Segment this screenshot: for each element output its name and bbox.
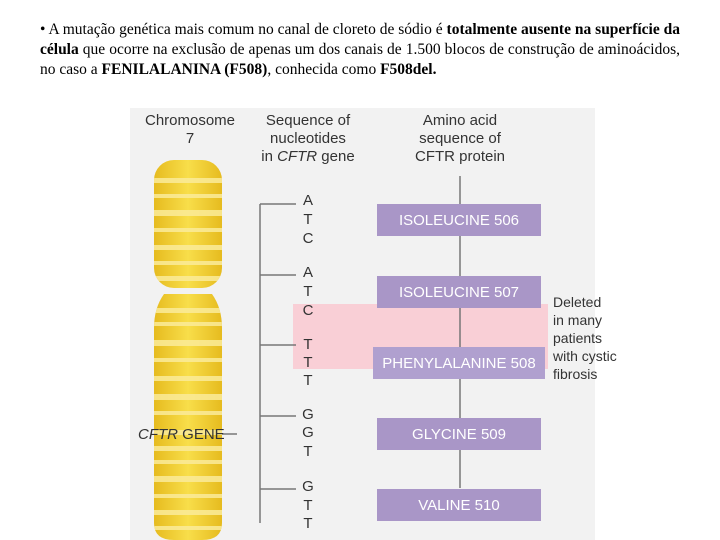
para-text-3: , conhecida como [267,61,381,78]
nucleotide: G [302,478,314,495]
sequence-header-line3: in CFTR gene [248,148,368,166]
amino-acid-box-glycine-509: GLYCINE 509 [377,418,541,450]
amino-header: Amino acid sequence of CFTR protein [398,112,522,166]
amino-header-line3: CFTR protein [414,148,506,165]
deleted-note-line: in many [553,312,603,328]
para-bold-1: totalmente ausente na superfície da célu… [40,21,680,58]
chromosome-7 [154,160,222,540]
sequence-header: Sequence of nucleotides in CFTR gene [248,112,368,166]
para-text-1: A mutação genética mais comum no canal d… [45,21,447,38]
sequence-header-gene: gene [317,148,355,165]
nucleotide: A [302,264,313,281]
amino-acid-box-isoleucine-507: ISOLEUCINE 507 [377,276,541,308]
nucleotide: T [303,336,313,353]
deleted-note-line: with cystic [553,348,617,364]
nucleotide: A [302,192,313,209]
amino-acid-box-isoleucine-506: ISOLEUCINE 506 [377,204,541,236]
nucleotide: T [303,515,313,532]
sequence-header-in: in [261,148,278,165]
chromosome-header: Chromosome 7 [130,112,250,148]
nucleotide: T [303,497,313,514]
intro-paragraph: • A mutação genética mais comum no canal… [40,20,680,80]
nucleotide: G [302,406,314,423]
amino-header-line2: sequence of [419,130,501,147]
cftr-figure: Chromosome 7 Sequence of nucleotides in … [130,108,617,540]
nucleotide: C [302,230,314,247]
nucleotide: T [303,372,313,389]
deleted-note-line: patients [553,330,603,346]
para-bold-2: FENILALANINA (F508) [101,61,268,78]
chromosome-header-line2: 7 [185,130,195,147]
figure-drawing [154,160,461,540]
deleted-note: Deleted in many patients with cystic fib… [553,293,633,383]
deleted-note-line: Deleted [553,294,602,310]
cftr-gene-label-rest: GENE [178,426,225,443]
amino-acid-box-valine-510: VALINE 510 [377,489,541,521]
cftr-gene-label-italic: CFTR [138,426,178,443]
para-text-2: que ocorre na exclusão de apenas um dos … [40,41,680,78]
para-bold-3: F508del. [380,61,437,78]
cftr-gene-label: CFTR GENE [138,426,238,444]
sequence-header-line2: nucleotides [270,130,346,147]
chromosome-header-line1: Chromosome [144,112,236,129]
nucleotide: T [303,283,313,300]
sequence-header-gene-italic: CFTR [277,148,318,165]
nucleotide: G [302,424,314,441]
nucleotide: C [302,302,314,319]
sequence-header-line1: Sequence of [265,112,351,129]
amino-header-line1: Amino acid [422,112,498,129]
nucleotide: T [303,211,313,228]
nucleotide: T [303,443,313,460]
bullet: • [40,21,46,38]
amino-acid-box-phenylalanine-508: PHENYLALANINE 508 [373,347,545,379]
nucleotide: T [303,354,313,371]
deleted-note-line: fibrosis [553,366,598,382]
